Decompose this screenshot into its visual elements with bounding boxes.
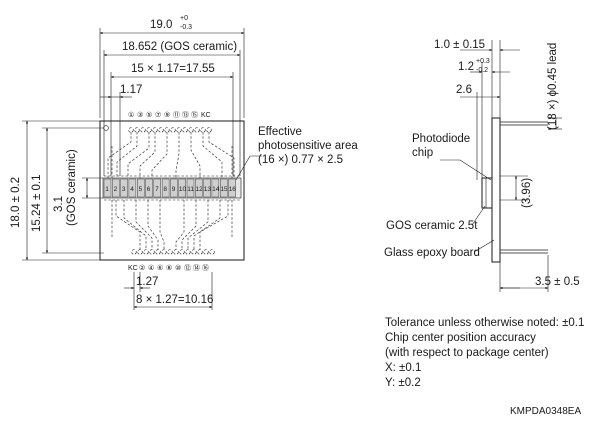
element-strip: 1 2 3 4 5 6 7 8 9 10 11 12 13 14 15 16 — [102, 177, 242, 199]
element-3: 3 — [122, 186, 126, 193]
element-2: 2 — [114, 186, 118, 193]
element-8: 8 — [163, 186, 167, 193]
element-6: 6 — [147, 186, 151, 193]
element-13: 13 — [204, 186, 212, 193]
element-11: 11 — [187, 186, 194, 193]
bottom-pin-2: ② — [139, 265, 145, 272]
area-label-line2: photosensitive area — [258, 140, 358, 152]
overall-width-label: 19.0 — [150, 19, 172, 31]
bottom-pin-4: ④ — [148, 264, 154, 272]
element-10: 10 — [179, 186, 187, 193]
lead-span-label: 8 × 1.27=10.16 — [136, 294, 213, 306]
gos-ceramic-label: GOS ceramic 2.5t — [386, 220, 478, 232]
glass-epoxy-label: Glass epoxy board — [384, 247, 480, 259]
thickness2-tol-lower: -0.2 — [476, 67, 488, 74]
note-line4: X: ±0.1 — [385, 362, 421, 374]
thickness2-label: 1.2 — [458, 61, 474, 73]
thickness-label: 1.0 ± 0.15 — [434, 39, 485, 51]
lead-pitch-label: 1.27 — [136, 276, 158, 288]
top-pin-kc: KC — [201, 112, 211, 119]
pitch-width-label: 15 × 1.17=17.55 — [131, 63, 215, 75]
element-height-note: (GOS ceramic) — [66, 149, 78, 226]
note-line2: Chip center position accuracy — [385, 332, 536, 344]
bottom-lead-row — [131, 249, 215, 255]
top-pin-1: ① — [128, 111, 134, 119]
element-16: 16 — [229, 186, 237, 193]
bottom-pin-labels: KC ② ④ ⑥ ⑧ ⑩ ⑫ ⑭ ⑯ — [128, 264, 209, 272]
element-15: 15 — [220, 186, 228, 193]
lead-length-label: 3.5 ± 0.5 — [535, 276, 580, 288]
gos-height-label: 15.24 ± 0.1 — [31, 175, 43, 232]
bottom-pin-12: ⑫ — [184, 264, 191, 272]
note-line3: (with respect to package center) — [385, 347, 549, 359]
offset-label: 2.6 — [456, 84, 472, 96]
tolerance-notes: Tolerance unless otherwise noted: ±0.1 C… — [385, 317, 584, 389]
top-pin-15: ⑮ — [191, 111, 198, 119]
lead-diameter-label: (18 ×) ϕ0.45 lead — [547, 43, 559, 130]
element-height-label: 3.1 — [53, 196, 65, 212]
top-pin-7: ⑦ — [155, 111, 161, 119]
element-1: 1 — [105, 186, 109, 193]
top-lead-row — [128, 127, 212, 133]
overall-width-tol-lower: -0.3 — [180, 24, 192, 31]
top-pin-labels: ① ③ ⑤ ⑦ ⑨ ⑪ ⑬ ⑮ KC — [128, 111, 211, 119]
gos-width-label: 18.652 (GOS ceramic) — [122, 41, 237, 53]
top-pin-11: ⑪ — [173, 111, 180, 119]
note-line1: Tolerance unless otherwise noted: ±0.1 — [385, 317, 584, 329]
side-view: 1.0 ± 0.15 1.2 +0.3 -0.2 2.6 (18 ×) ϕ0.4… — [384, 39, 580, 292]
bottom-pin-6: ⑥ — [157, 264, 163, 272]
area-label-line1: Effective — [258, 126, 302, 138]
thickness2-tol-upper: +0.3 — [476, 58, 490, 65]
bottom-pin-16: ⑯ — [202, 264, 209, 272]
element-12: 12 — [196, 186, 204, 193]
element-5: 5 — [139, 186, 143, 193]
pitch-first-label: 1.17 — [120, 84, 142, 96]
element-14: 14 — [212, 186, 220, 193]
element-4: 4 — [130, 186, 134, 193]
chip-height-label: (3.96) — [521, 178, 533, 208]
index-mark — [103, 125, 109, 131]
internal-wiring-top — [104, 132, 240, 178]
photodiode-label-line1: Photodiode — [412, 133, 470, 145]
overall-width-tol-upper: +0 — [180, 15, 188, 22]
top-pin-3: ③ — [137, 111, 143, 119]
top-pin-5: ⑤ — [146, 111, 152, 119]
internal-wiring-bottom — [104, 199, 240, 250]
bottom-pin-8: ⑧ — [166, 264, 172, 272]
area-label-line3: (16 ×) 0.77 × 2.5 — [258, 154, 343, 166]
element-9: 9 — [172, 186, 176, 193]
element-7: 7 — [155, 186, 159, 193]
package-outline — [99, 120, 245, 261]
bottom-pin-10: ⑩ — [175, 264, 181, 272]
bottom-pin-14: ⑭ — [193, 264, 200, 272]
photodiode-label-line2: chip — [412, 147, 433, 159]
front-view: 19.0 +0 -0.3 18.652 (GOS ceramic) 15 × 1… — [10, 15, 358, 310]
overall-height-label: 18.0 ± 0.2 — [10, 177, 22, 228]
note-line5: Y: ±0.2 — [385, 377, 421, 389]
top-pin-9: ⑨ — [164, 112, 170, 119]
gos-ceramic-block — [481, 177, 493, 209]
bottom-pin-kc: KC — [128, 265, 138, 272]
top-pin-13: ⑬ — [182, 111, 189, 119]
drawing-code: KMPDA0348EA — [510, 406, 581, 417]
